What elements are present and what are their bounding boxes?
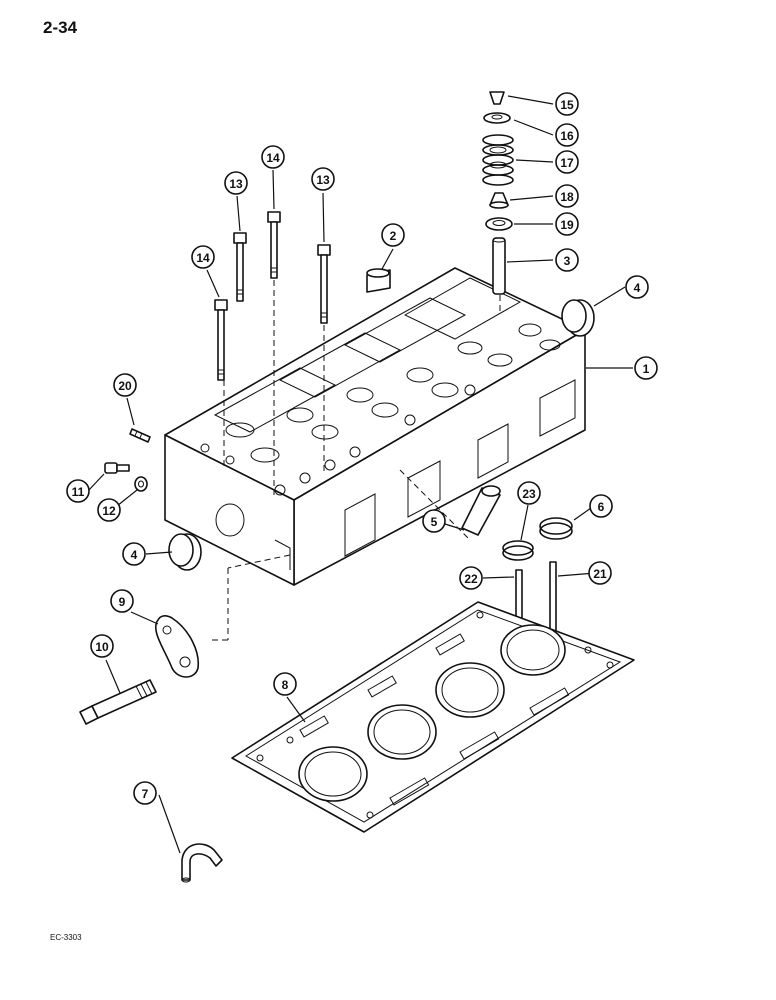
head-bolt-long bbox=[267, 211, 281, 279]
callout-11: 11 bbox=[66, 479, 90, 503]
callout-13: 13 bbox=[224, 171, 248, 195]
svg-text:13: 13 bbox=[316, 173, 330, 187]
callout-14: 14 bbox=[261, 145, 285, 169]
svg-text:15: 15 bbox=[560, 98, 574, 112]
callout-20: 20 bbox=[113, 373, 137, 397]
valve-guide bbox=[492, 237, 506, 295]
callout-10: 10 bbox=[90, 634, 114, 658]
callout-6: 6 bbox=[589, 494, 613, 518]
callout-12: 12 bbox=[97, 498, 121, 522]
injector-sleeve bbox=[461, 485, 501, 536]
head-bolt-long bbox=[317, 244, 331, 324]
callout-22: 22 bbox=[459, 566, 483, 590]
screw bbox=[104, 462, 130, 474]
callout-1: 1 bbox=[634, 356, 658, 380]
valve-spring bbox=[482, 134, 514, 186]
alignment-lines bbox=[212, 280, 501, 641]
valve-seat-insert bbox=[539, 517, 573, 540]
svg-text:11: 11 bbox=[72, 485, 85, 499]
svg-text:4: 4 bbox=[634, 281, 641, 295]
callout-17: 17 bbox=[555, 150, 579, 174]
svg-text:2: 2 bbox=[390, 229, 397, 243]
valve-stem-seal bbox=[489, 192, 509, 209]
svg-text:19: 19 bbox=[560, 218, 574, 232]
svg-text:12: 12 bbox=[102, 504, 116, 518]
callout-7: 7 bbox=[133, 781, 157, 805]
callout-18: 18 bbox=[555, 184, 579, 208]
svg-text:5: 5 bbox=[431, 515, 438, 529]
svg-text:18: 18 bbox=[560, 190, 574, 204]
spring-seat bbox=[485, 217, 513, 231]
callout-5: 5 bbox=[422, 509, 446, 533]
svg-text:6: 6 bbox=[598, 500, 605, 514]
svg-text:21: 21 bbox=[593, 567, 607, 581]
figure-code: EC-3303 bbox=[50, 933, 82, 942]
callout-15: 15 bbox=[555, 92, 579, 116]
elbow-tube bbox=[181, 843, 223, 883]
callout-2: 2 bbox=[381, 223, 405, 247]
head-bolt-long bbox=[233, 232, 247, 302]
svg-text:14: 14 bbox=[196, 251, 210, 265]
leader-lines bbox=[87, 95, 633, 854]
page-number: 2-34 bbox=[43, 18, 78, 37]
spring-retainer bbox=[483, 112, 511, 124]
callout-8: 8 bbox=[273, 672, 297, 696]
svg-text:20: 20 bbox=[118, 379, 132, 393]
valve-collet bbox=[489, 91, 505, 105]
svg-text:9: 9 bbox=[119, 595, 126, 609]
valve-seat-insert bbox=[502, 540, 534, 561]
callout-9: 9 bbox=[110, 589, 134, 613]
svg-text:22: 22 bbox=[464, 572, 478, 586]
svg-text:16: 16 bbox=[560, 129, 574, 143]
washer bbox=[134, 476, 148, 492]
stud bbox=[129, 428, 151, 443]
cap-plug bbox=[168, 533, 202, 571]
svg-text:7: 7 bbox=[142, 787, 149, 801]
plug bbox=[366, 268, 391, 293]
svg-text:13: 13 bbox=[229, 177, 243, 191]
cylinder-head bbox=[164, 267, 586, 586]
svg-text:8: 8 bbox=[282, 678, 289, 692]
lifting-eye-bolt bbox=[79, 679, 157, 725]
callout-16: 16 bbox=[555, 123, 579, 147]
svg-text:4: 4 bbox=[131, 548, 138, 562]
svg-text:1: 1 bbox=[643, 362, 650, 376]
svg-text:23: 23 bbox=[522, 487, 536, 501]
callout-3: 3 bbox=[555, 248, 579, 272]
lifting-eye bbox=[155, 615, 199, 678]
callout-4: 4 bbox=[122, 542, 146, 566]
callout-13: 13 bbox=[311, 167, 335, 191]
head-bolt-long bbox=[214, 299, 228, 381]
svg-text:17: 17 bbox=[560, 156, 574, 170]
callout-23: 23 bbox=[517, 481, 541, 505]
cap-plug bbox=[561, 299, 595, 337]
callout-14: 14 bbox=[191, 245, 215, 269]
callout-19: 19 bbox=[555, 212, 579, 236]
svg-text:10: 10 bbox=[95, 640, 109, 654]
svg-text:14: 14 bbox=[266, 151, 280, 165]
head-gasket bbox=[231, 601, 635, 833]
svg-text:3: 3 bbox=[564, 254, 571, 268]
callout-21: 21 bbox=[588, 561, 612, 585]
callout-4: 4 bbox=[625, 275, 649, 299]
